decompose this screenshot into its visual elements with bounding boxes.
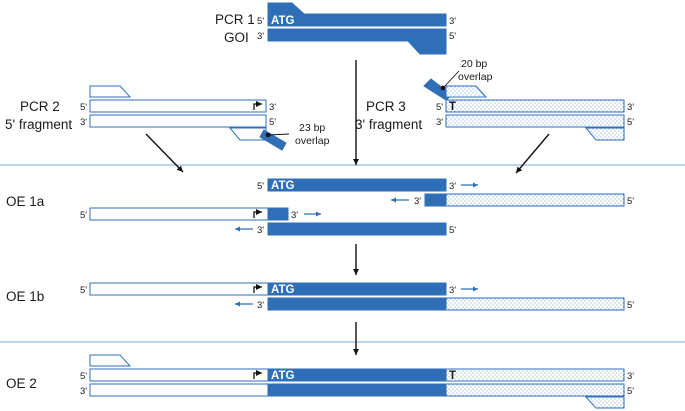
oe2-bottom-5prime: 5' [627,386,634,397]
pcr3-top-strand [445,99,625,113]
oe1a-5frag-top-strand [89,207,269,221]
oe1b-goi-top-strand [267,282,447,296]
overlap-23-overlap-label: overlap [295,135,330,147]
oe1a-3frag-3prime: 3' [414,196,421,207]
oe1b-label: OE 1b [6,289,44,304]
oe2-top-5prime: 5' [80,371,87,382]
oe1b-start-codon: ATG [271,284,294,296]
oe1b-tss-arrow-icon [253,284,262,293]
oe1a-goi-bottom-3prime: 3' [257,225,264,236]
oe1a-group: OE 1a ATG 5' 3' 3' 5' 5' 3' 3' 5' [6,178,634,236]
oe2-5frag-bottom-strand [89,383,269,397]
oe1a-3frag-overlap-segment [424,193,447,207]
pcr2-forward-primer [89,85,132,98]
oe1a-start-codon: ATG [271,180,294,192]
flow-arrow-pcr2-to-oe1a [145,133,184,173]
pcr3-top-5prime: 5' [436,102,443,113]
pcr2-bottom-5prime: 5' [269,117,276,128]
pcr1-top-strand [267,13,447,27]
pcr1-top-5prime: 5' [257,16,264,27]
pcr2-top-5prime: 5' [80,102,87,113]
pcr3-reverse-primer [584,127,625,141]
oe1a-goi-top-3prime: 3' [449,181,456,192]
oe2-3frag-bottom-strand [445,383,625,397]
pcr2-tss-arrow-icon [253,101,262,110]
pcr3-top-3prime: 3' [627,102,634,113]
oe2-goi-bottom-strand [267,383,447,397]
pcr1-bottom-strand [267,28,447,42]
oe1b-goi-bottom-strand [267,297,447,311]
pcr1-label: PCR 1 [215,12,255,27]
pcr2-sublabel: 5' fragment [5,117,72,132]
oe2-group: OE 2 ATG T 5' 3' 3' 5' [6,354,634,409]
oe1a-goi-bottom-strand [267,222,447,236]
overlap-23-bp-label: 23 bp [299,122,325,134]
oe1a-goi-top-5prime: 5' [257,181,264,192]
oe2-5frag-top-strand [89,368,269,382]
oe1b-top-3prime: 3' [449,285,456,296]
oe2-goi-top-strand [267,368,447,382]
oe2-reverse-primer [584,396,625,409]
pcr1-forward-primer [267,2,306,15]
pcr1-start-codon: ATG [271,15,294,27]
pcr1-sublabel: GOI [224,30,249,45]
oe2-forward-primer [89,354,132,367]
pcr2-top-strand [89,99,267,113]
oe2-tss-arrow-icon [253,370,262,379]
oe1b-group: OE 1b ATG 5' 3' 3' 5' [6,282,634,311]
pcr2-reverse-primer [228,127,267,141]
oe1a-tss-arrow-icon [253,209,262,218]
pcr1-top-3prime: 3' [449,16,456,27]
oe2-mutation-base: T [449,370,456,382]
overlap-23-leader-line [267,133,290,136]
overlap-20-bp-label: 20 bp [461,58,487,70]
pcr3-forward-primer [445,85,488,98]
oe1a-goi-bottom-5prime: 5' [449,225,456,236]
oe1b-top-5prime: 5' [80,285,87,296]
oe1a-3frag-bottom-strand [445,193,625,207]
pcr2-top-3prime: 3' [269,102,276,113]
flow-arrow-pcr3-to-oe1a [515,133,550,174]
pcr3-bottom-strand [445,114,625,128]
overlap-23-pointer-dot [265,132,271,138]
oe1b-bottom-3prime: 3' [257,300,264,311]
pcr1-reverse-primer [406,40,447,55]
oe1a-3frag-5prime: 5' [627,196,634,207]
pcr3-label: PCR 3 [366,99,406,114]
oe1a-5frag-5prime: 5' [80,210,87,221]
oe1b-bottom-5prime: 5' [627,300,634,311]
oe1b-3frag-bottom-strand [445,297,625,311]
oe2-start-codon: ATG [271,370,294,382]
pcr1-group: PCR 1 GOI ATG 5' 3' 3' 5' [215,2,456,55]
oe2-label: OE 2 [6,376,37,391]
oe1a-5frag-3prime: 3' [291,210,298,221]
pcr3-sublabel: 3' fragment [355,117,422,132]
pcr3-mutation-base: T [449,101,456,113]
pcr3-bottom-5prime: 5' [627,117,634,128]
pcr2-group: PCR 2 5' fragment 5' 3' 3' 5' 23 bp over… [5,85,330,151]
overlap-20-leader-line [442,70,460,89]
oe1a-5frag-overlap-segment [267,207,289,221]
overlap-20-overlap-label: overlap [458,71,493,83]
pcr3-group: PCR 3 3' fragment T 5' 3' 3' 5' 20 bp ov… [355,58,634,141]
pcr1-bottom-5prime: 5' [449,31,456,42]
oe1b-5frag-top-strand [89,282,269,296]
overlap-20-pointer-dot [440,85,446,91]
pcr2-bottom-3prime: 3' [80,117,87,128]
oe2-3frag-top-strand [445,368,625,382]
pcr1-bottom-3prime: 3' [257,31,264,42]
pcr2-bottom-strand [89,114,267,128]
pcr2-label: PCR 2 [20,99,60,114]
oe1a-goi-top-strand [267,178,447,192]
oe2-bottom-3prime: 3' [80,386,87,397]
oe1a-label: OE 1a [6,194,45,209]
pcr3-bottom-3prime: 3' [436,117,443,128]
oe2-top-3prime: 3' [627,371,634,382]
